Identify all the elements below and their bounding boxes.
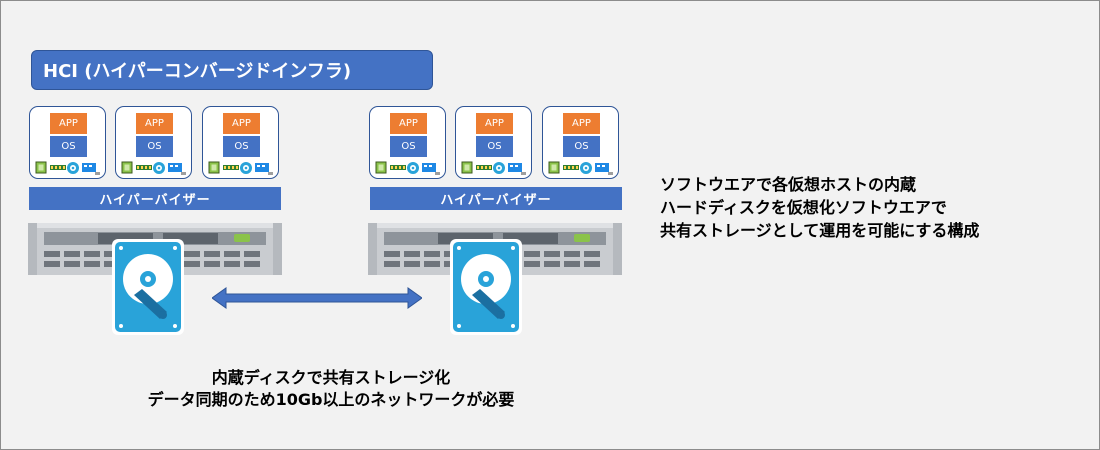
os-layer: OS	[223, 136, 260, 157]
vm-box: APP OS	[115, 106, 192, 179]
app-layer: APP	[390, 113, 427, 134]
os-layer: OS	[476, 136, 513, 157]
vm-box: APP OS	[542, 106, 619, 179]
virtual-hardware-icons	[375, 161, 440, 175]
vm-box: APP OS	[29, 106, 106, 179]
virtual-hardware-icons	[121, 161, 186, 175]
caption-line: 内蔵ディスクで共有ストレージ化	[211, 368, 451, 387]
description-line: 共有ストレージとして運用を可能にする構成	[660, 221, 980, 240]
os-layer: OS	[390, 136, 427, 157]
virtual-hardware-icons	[461, 161, 526, 175]
hypervisor-bar: ハイパーバイザー	[29, 187, 281, 210]
bottom-caption: 内蔵ディスクで共有ストレージ化 データ同期のため10Gb以上のネットワークが必要	[81, 367, 581, 411]
vm-box: APP OS	[369, 106, 446, 179]
description-text: ソフトウエアで各仮想ホストの内蔵 ハードディスクを仮想化ソフトウエアで 共有スト…	[660, 173, 1090, 242]
caption-line: データ同期のため10Gb以上のネットワークが必要	[147, 390, 515, 409]
virtual-hardware-icons	[35, 161, 100, 175]
os-layer: OS	[50, 136, 87, 157]
virtual-hardware-icons	[548, 161, 613, 175]
vm-box: APP OS	[455, 106, 532, 179]
sync-double-arrow	[212, 287, 422, 309]
hci-title: HCI (ハイパーコンバージドインフラ)	[31, 50, 433, 90]
app-layer: APP	[50, 113, 87, 134]
os-layer: OS	[136, 136, 173, 157]
os-layer: OS	[563, 136, 600, 157]
hard-disk-icon	[450, 239, 522, 335]
hypervisor-bar: ハイパーバイザー	[370, 187, 622, 210]
app-layer: APP	[136, 113, 173, 134]
description-line: ソフトウエアで各仮想ホストの内蔵	[660, 175, 917, 194]
app-layer: APP	[563, 113, 600, 134]
hard-disk-icon	[112, 239, 184, 335]
vm-box: APP OS	[202, 106, 279, 179]
virtual-hardware-icons	[208, 161, 273, 175]
app-layer: APP	[476, 113, 513, 134]
description-line: ハードディスクを仮想化ソフトウエアで	[660, 198, 947, 217]
app-layer: APP	[223, 113, 260, 134]
